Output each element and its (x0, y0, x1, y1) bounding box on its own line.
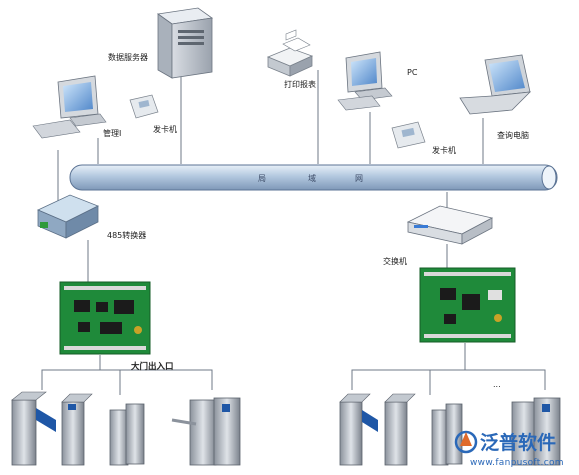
printer-icon (266, 29, 314, 77)
laptop-icon (459, 54, 532, 115)
lan-bus (69, 164, 558, 191)
label-db-server: 数据服务器 (108, 53, 148, 62)
card-issuer-left-icon (129, 94, 159, 119)
label-gate: 大门出入口 (131, 362, 174, 372)
turnstile-left-group (11, 391, 241, 466)
control-board-left (59, 281, 151, 355)
label-card-issuer-left: 发卡机 (153, 125, 177, 134)
label-ellipsis: ... (493, 380, 501, 389)
watermark-url: www.fanpusoft.com (470, 458, 564, 468)
bus-label-2: 域 (308, 174, 317, 183)
bus-label-1: 局 (258, 174, 267, 183)
label-converter: 485转换器 (107, 231, 147, 240)
bus-label-3: 网 (355, 174, 364, 183)
turnstile-right-group (339, 393, 561, 466)
label-card-issuer-right: 发卡机 (432, 146, 456, 155)
watermark-brand: 泛普软件 (480, 432, 557, 454)
admin-pc-icon (32, 75, 107, 139)
label-pc: PC (407, 68, 418, 77)
label-switch: 交换机 (383, 257, 407, 266)
label-admin: 管理I (103, 129, 122, 138)
converter-485-icon (37, 194, 99, 239)
label-query-pc: 查询电脑 (497, 131, 529, 140)
network-switch-icon (406, 205, 494, 245)
database-server-icon (156, 7, 214, 79)
card-issuer-right-icon (391, 121, 426, 149)
label-printer: 打印报表 (284, 80, 316, 89)
watermark-logo-icon (454, 430, 478, 454)
connector-lines (41, 70, 546, 395)
control-board-right (419, 267, 516, 343)
pc-icon (337, 51, 393, 111)
